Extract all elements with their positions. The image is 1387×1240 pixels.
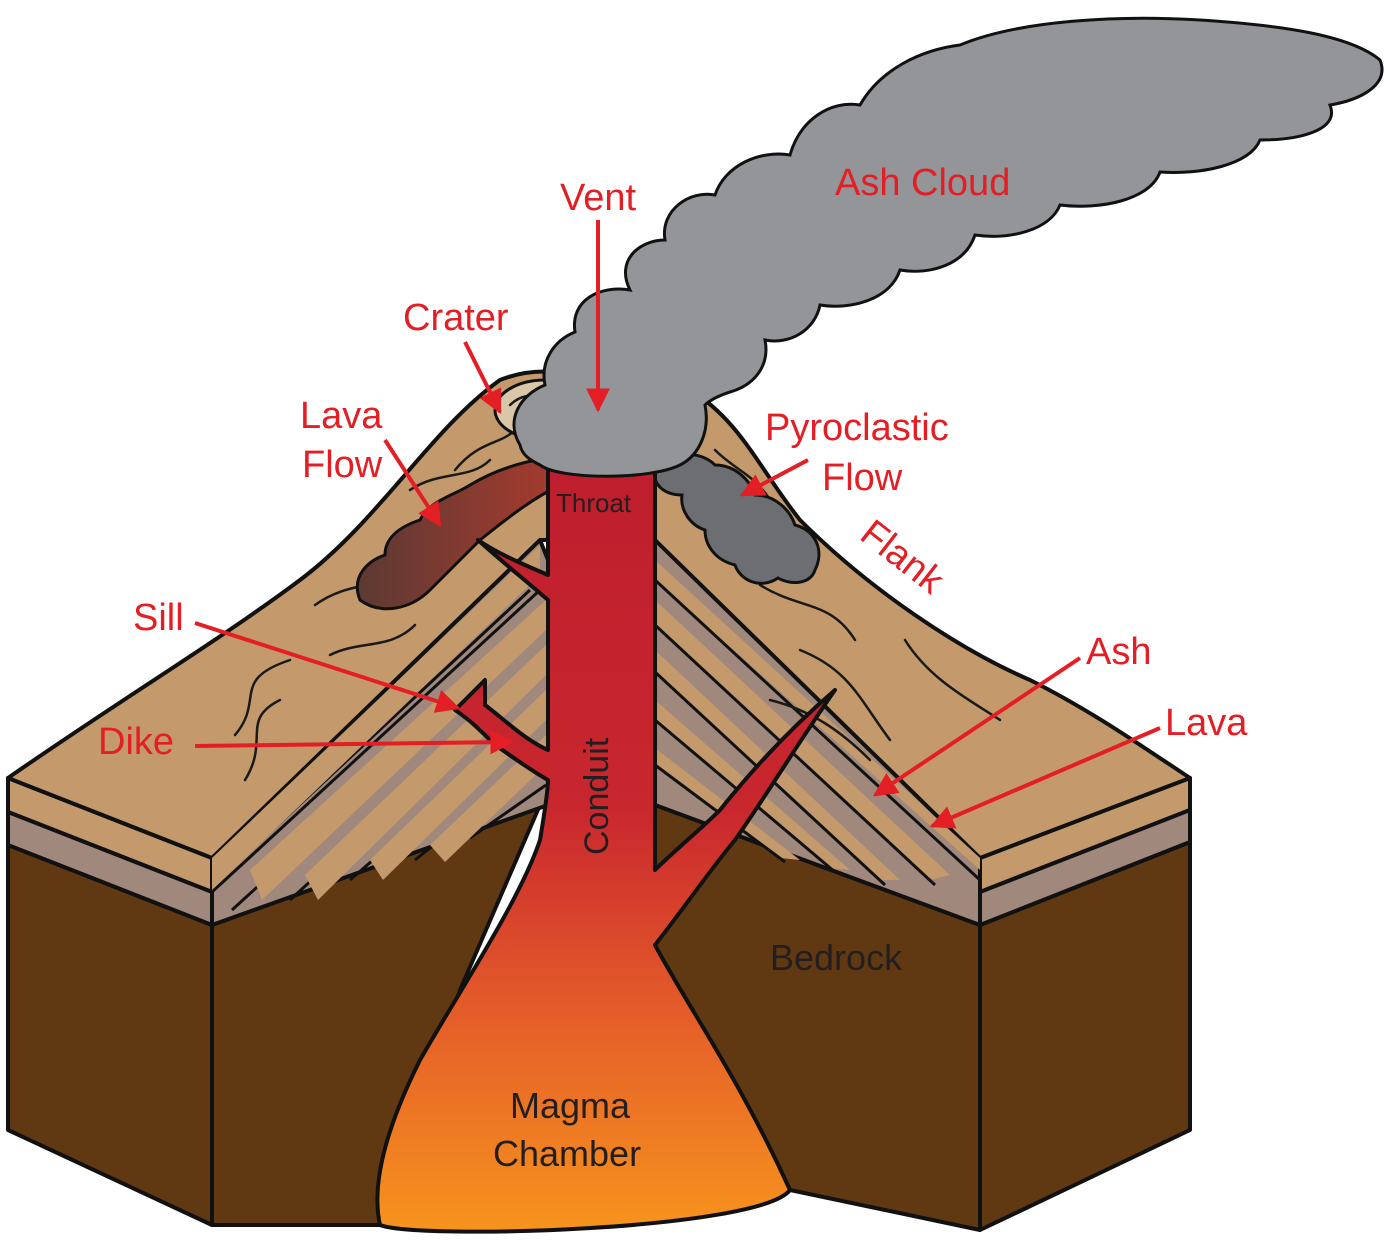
ash-arrow [873, 656, 1082, 797]
lava-flow-label-line2: Flow [302, 444, 383, 486]
sill-label: Sill [133, 597, 184, 639]
magma-chamber-label-line1: Magma [510, 1085, 631, 1126]
pyroclastic-flow-label-line2: Flow [822, 457, 903, 499]
magma-chamber-label-line2: Chamber [493, 1133, 641, 1174]
pyroclastic-flow-arrow [739, 458, 809, 497]
ash-label: Ash [1086, 631, 1151, 673]
conduit-label: Conduit [578, 737, 616, 855]
label-arrows [194, 220, 1161, 829]
lava-label: Lava [1165, 702, 1248, 744]
dike-label: Dike [98, 721, 174, 763]
dike-arrow [194, 730, 515, 755]
magma-system [375, 463, 837, 1234]
sill-arrow [194, 621, 461, 713]
vent-label: Vent [560, 177, 637, 219]
ash-cloud [512, 16, 1384, 478]
ash-cloud-label: Ash Cloud [835, 162, 1010, 204]
surface-contours [233, 428, 1002, 782]
bedrock-block [6, 803, 1192, 1232]
text-labels: Ash Cloud Vent Crater Lava Flow Pyroclas… [98, 162, 1248, 1174]
lava-flow-label-line1: Lava [300, 395, 383, 437]
crater-arrow [463, 341, 502, 415]
lava-flow [355, 456, 562, 611]
lava-arrow [929, 726, 1161, 829]
bedrock-label: Bedrock [770, 937, 903, 978]
throat-label: Throat [556, 488, 632, 518]
lava-flow-arrow [383, 438, 442, 528]
pyroclastic-flow-label-line1: Pyroclastic [765, 407, 949, 449]
pyroclastic-flow [653, 452, 821, 585]
crater-label: Crater [403, 297, 509, 339]
